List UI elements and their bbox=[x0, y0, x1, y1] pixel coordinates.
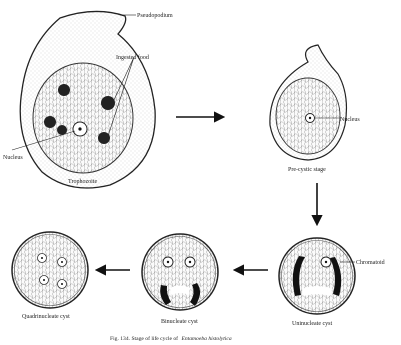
precystic-cell bbox=[270, 45, 347, 160]
caption-species: Entamoeba histolytica bbox=[180, 336, 231, 342]
label-trophozoite: Trophozoite bbox=[68, 179, 97, 185]
food-vacuole bbox=[101, 96, 115, 110]
label-pseudopodium: Pseudopodium bbox=[137, 13, 173, 19]
food-vacuole bbox=[58, 84, 70, 96]
food-vacuole bbox=[98, 132, 110, 144]
label-precystic: Pre-cystic stage bbox=[288, 167, 326, 173]
label-ingested-food: Ingested food bbox=[116, 54, 149, 61]
label-nucleus-precystic: Nucleus bbox=[340, 117, 360, 123]
uninucleate-cyst bbox=[279, 238, 355, 314]
label-chromatoid: Chromatoid bbox=[356, 260, 385, 266]
food-vacuole bbox=[44, 116, 56, 128]
quadrinucleate-cyst bbox=[12, 232, 88, 308]
figure-caption: Fig. 134. Stage of life cycle of Entamoe… bbox=[110, 335, 232, 342]
label-quadrinucleate: Quadrinucleate cyst bbox=[22, 314, 70, 320]
label-uninucleate: Uninucleate cyst bbox=[292, 321, 332, 327]
label-nucleus-trophozoite: Nucleus bbox=[3, 155, 23, 161]
binucleate-cyst bbox=[142, 234, 218, 310]
label-binucleate: Binucleate cyst bbox=[161, 319, 198, 325]
trophozoite-cell bbox=[20, 11, 155, 188]
food-vacuole bbox=[57, 125, 67, 135]
caption-prefix: Fig. 134. Stage of life cycle of bbox=[110, 335, 178, 342]
